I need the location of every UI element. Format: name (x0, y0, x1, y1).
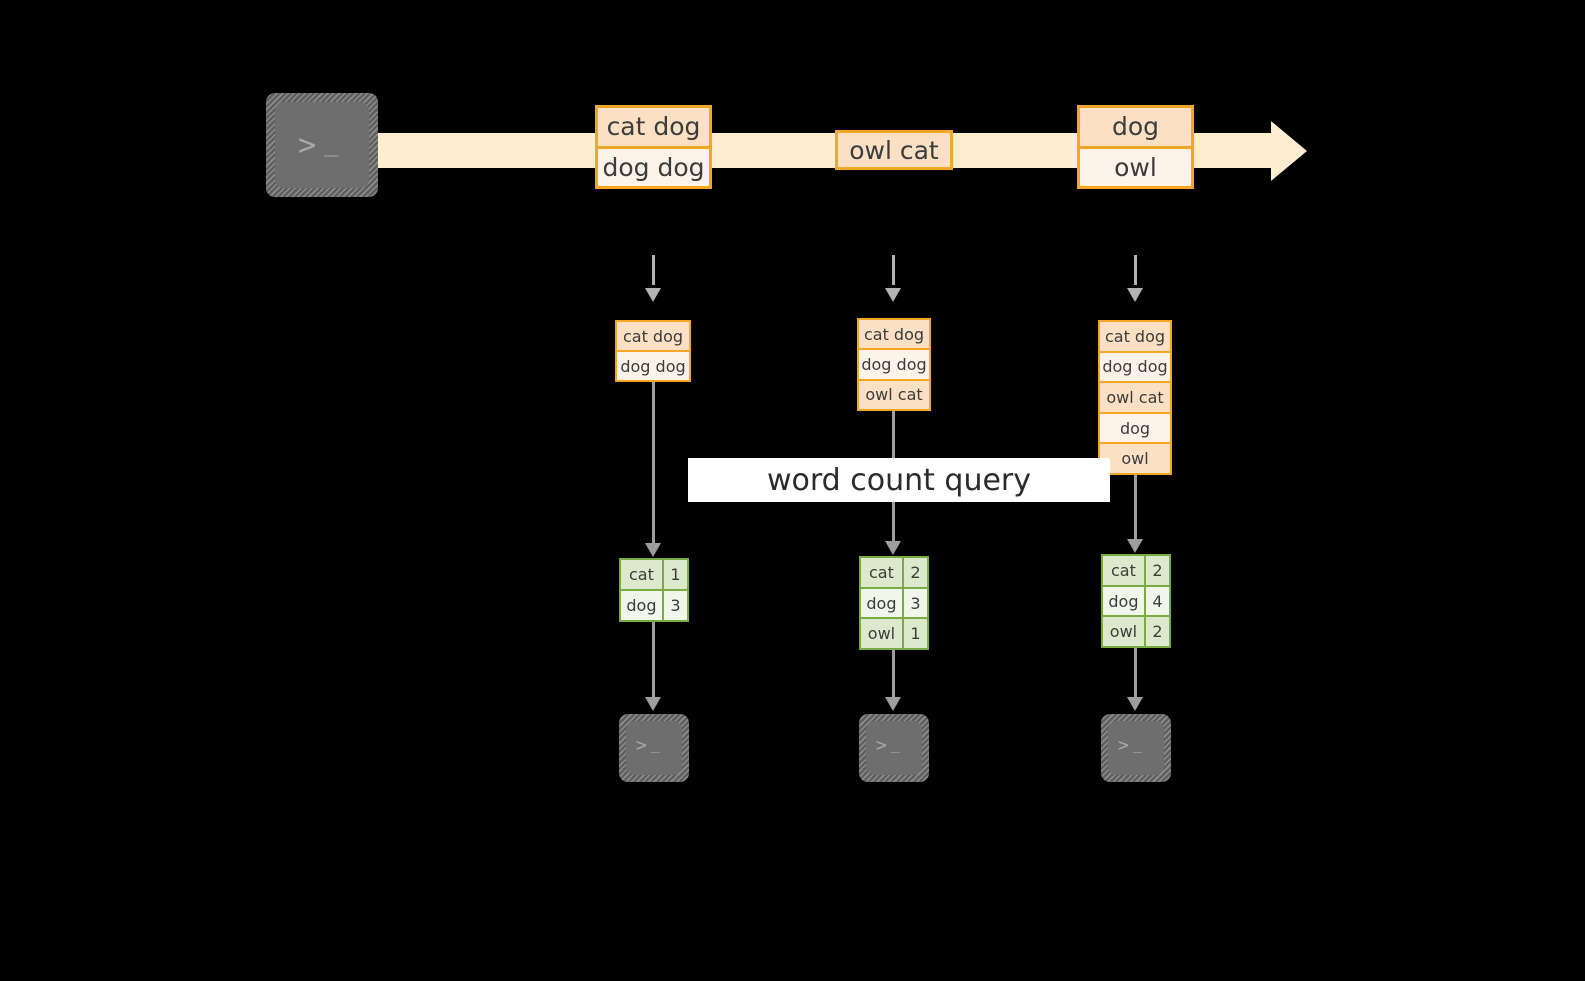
result-to-sink-connector (892, 650, 895, 697)
query-banner-label: word count query (766, 462, 1032, 498)
terminal-prompt-cursor-icon: _ (1133, 735, 1143, 753)
stream-to-buffer-connector (652, 255, 655, 285)
terminal-face (275, 102, 369, 188)
result-word: dog (866, 593, 897, 613)
query-banner: word count query (688, 458, 1110, 502)
terminal-prompt-chevron-icon: > (1118, 735, 1129, 756)
table-row: owl 2 (1103, 615, 1169, 647)
result-word: cat (1111, 560, 1136, 580)
terminal-face (626, 721, 682, 775)
buffer-row: cat dog (617, 322, 689, 350)
buffer-box: cat dog dog dog owl cat dog owl (1098, 320, 1172, 475)
buffer-to-result-arrowhead-icon (885, 541, 901, 555)
terminal-prompt-chevron-icon: > (298, 128, 317, 163)
stream-message-line: dog (1080, 108, 1191, 146)
stream-to-buffer-arrowhead-icon (1127, 288, 1143, 302)
buffer-box: cat dog dog dog owl cat (857, 318, 931, 411)
result-count: 2 (1143, 556, 1169, 585)
stream-to-buffer-connector (892, 255, 895, 285)
stream-to-buffer-arrowhead-icon (885, 288, 901, 302)
result-table: cat 2 dog 4 owl 2 (1101, 554, 1171, 648)
result-word: cat (629, 565, 654, 584)
result-word: owl (867, 624, 896, 644)
table-row: cat 2 (1103, 556, 1169, 585)
result-to-sink-connector (1134, 648, 1137, 697)
result-word: dog (1108, 591, 1139, 611)
table-row: dog 4 (1103, 584, 1169, 616)
stream-message: dog owl (1077, 105, 1194, 189)
stream-to-buffer-connector (1134, 255, 1137, 285)
result-count: 2 (901, 558, 927, 587)
terminal-face (1108, 721, 1164, 775)
buffer-to-result-arrowhead-icon (1127, 539, 1143, 553)
buffer-row: dog dog (859, 348, 929, 379)
buffer-row: dog dog (617, 350, 689, 380)
buffer-row: dog dog (1100, 350, 1170, 382)
table-row: dog 3 (621, 589, 687, 620)
result-table: cat 2 dog 3 owl 1 (859, 556, 929, 650)
stream-message-line: dog dog (598, 145, 709, 186)
result-count: 3 (901, 588, 927, 618)
result-count: 1 (661, 560, 687, 589)
buffer-to-result-arrowhead-icon (645, 543, 661, 557)
table-row: dog 3 (861, 586, 927, 618)
buffer-box: cat dog dog dog (615, 320, 691, 382)
sink-terminal-icon: > _ (859, 714, 929, 782)
terminal-prompt-cursor-icon: _ (651, 735, 661, 753)
result-table: cat 1 dog 3 (619, 558, 689, 622)
buffer-row: dog (1100, 411, 1170, 443)
buffer-row: owl cat (1100, 381, 1170, 412)
stream-message-line: owl cat (838, 133, 950, 167)
result-count: 3 (661, 591, 687, 620)
result-count: 4 (1143, 586, 1169, 616)
stream-to-buffer-arrowhead-icon (645, 288, 661, 302)
buffer-row: cat dog (1100, 322, 1170, 351)
result-word: owl (1109, 622, 1138, 642)
terminal-prompt-chevron-icon: > (636, 735, 647, 756)
buffer-row: owl cat (859, 378, 929, 409)
sink-terminal-icon: > _ (1101, 714, 1171, 782)
result-count: 1 (901, 619, 927, 649)
terminal-prompt-cursor-icon: _ (324, 129, 339, 157)
buffer-row: cat dog (859, 320, 929, 349)
stream-message: cat dog dog dog (595, 105, 712, 189)
buffer-to-result-connector (652, 382, 655, 543)
result-word: dog (626, 596, 657, 615)
table-row: cat 1 (621, 560, 687, 589)
terminal-prompt-chevron-icon: > (876, 735, 887, 756)
result-to-sink-connector (652, 622, 655, 697)
buffer-row: owl (1100, 442, 1170, 473)
terminal-face (866, 721, 922, 775)
terminal-prompt-cursor-icon: _ (891, 735, 901, 753)
stream-arrowhead-icon (1271, 121, 1307, 181)
result-to-sink-arrowhead-icon (885, 697, 901, 711)
stream-message: owl cat (835, 130, 953, 170)
buffer-to-result-connector (1134, 475, 1137, 539)
source-terminal-icon: > _ (266, 93, 378, 197)
result-word: cat (869, 562, 894, 582)
stream-message-line: owl (1080, 145, 1191, 186)
result-to-sink-arrowhead-icon (645, 697, 661, 711)
table-row: owl 1 (861, 617, 927, 649)
table-row: cat 2 (861, 558, 927, 587)
result-to-sink-arrowhead-icon (1127, 697, 1143, 711)
result-count: 2 (1143, 617, 1169, 647)
stream-message-line: cat dog (598, 108, 709, 146)
sink-terminal-icon: > _ (619, 714, 689, 782)
